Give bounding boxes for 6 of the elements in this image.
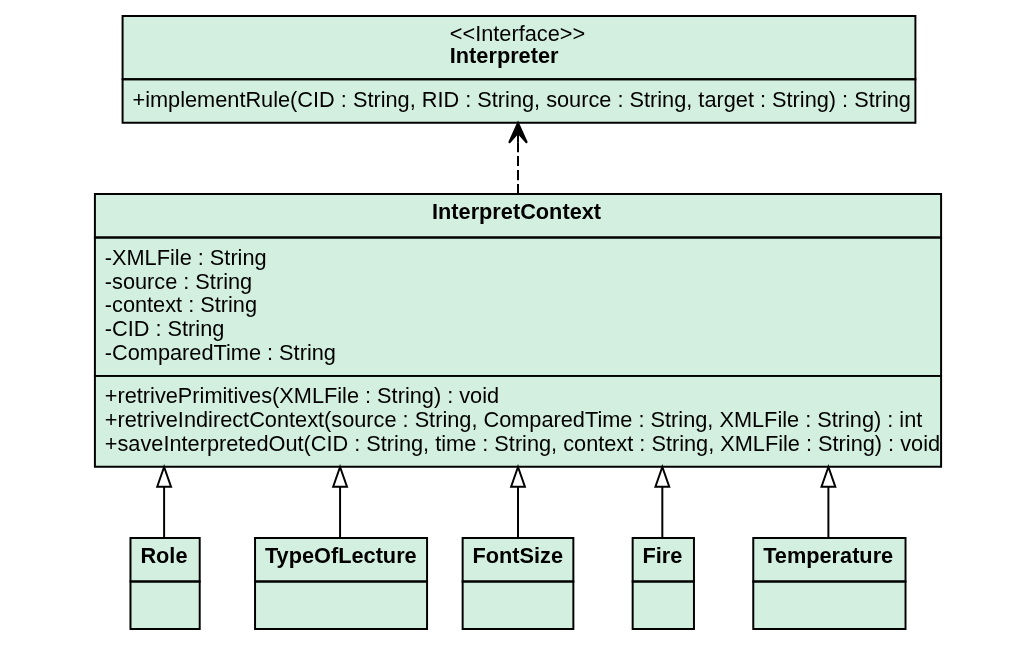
arrow [331,464,348,539]
arrow [509,464,526,539]
arrow [653,464,671,539]
arrow [507,122,528,195]
arrow [819,464,837,539]
arrow [155,464,172,539]
